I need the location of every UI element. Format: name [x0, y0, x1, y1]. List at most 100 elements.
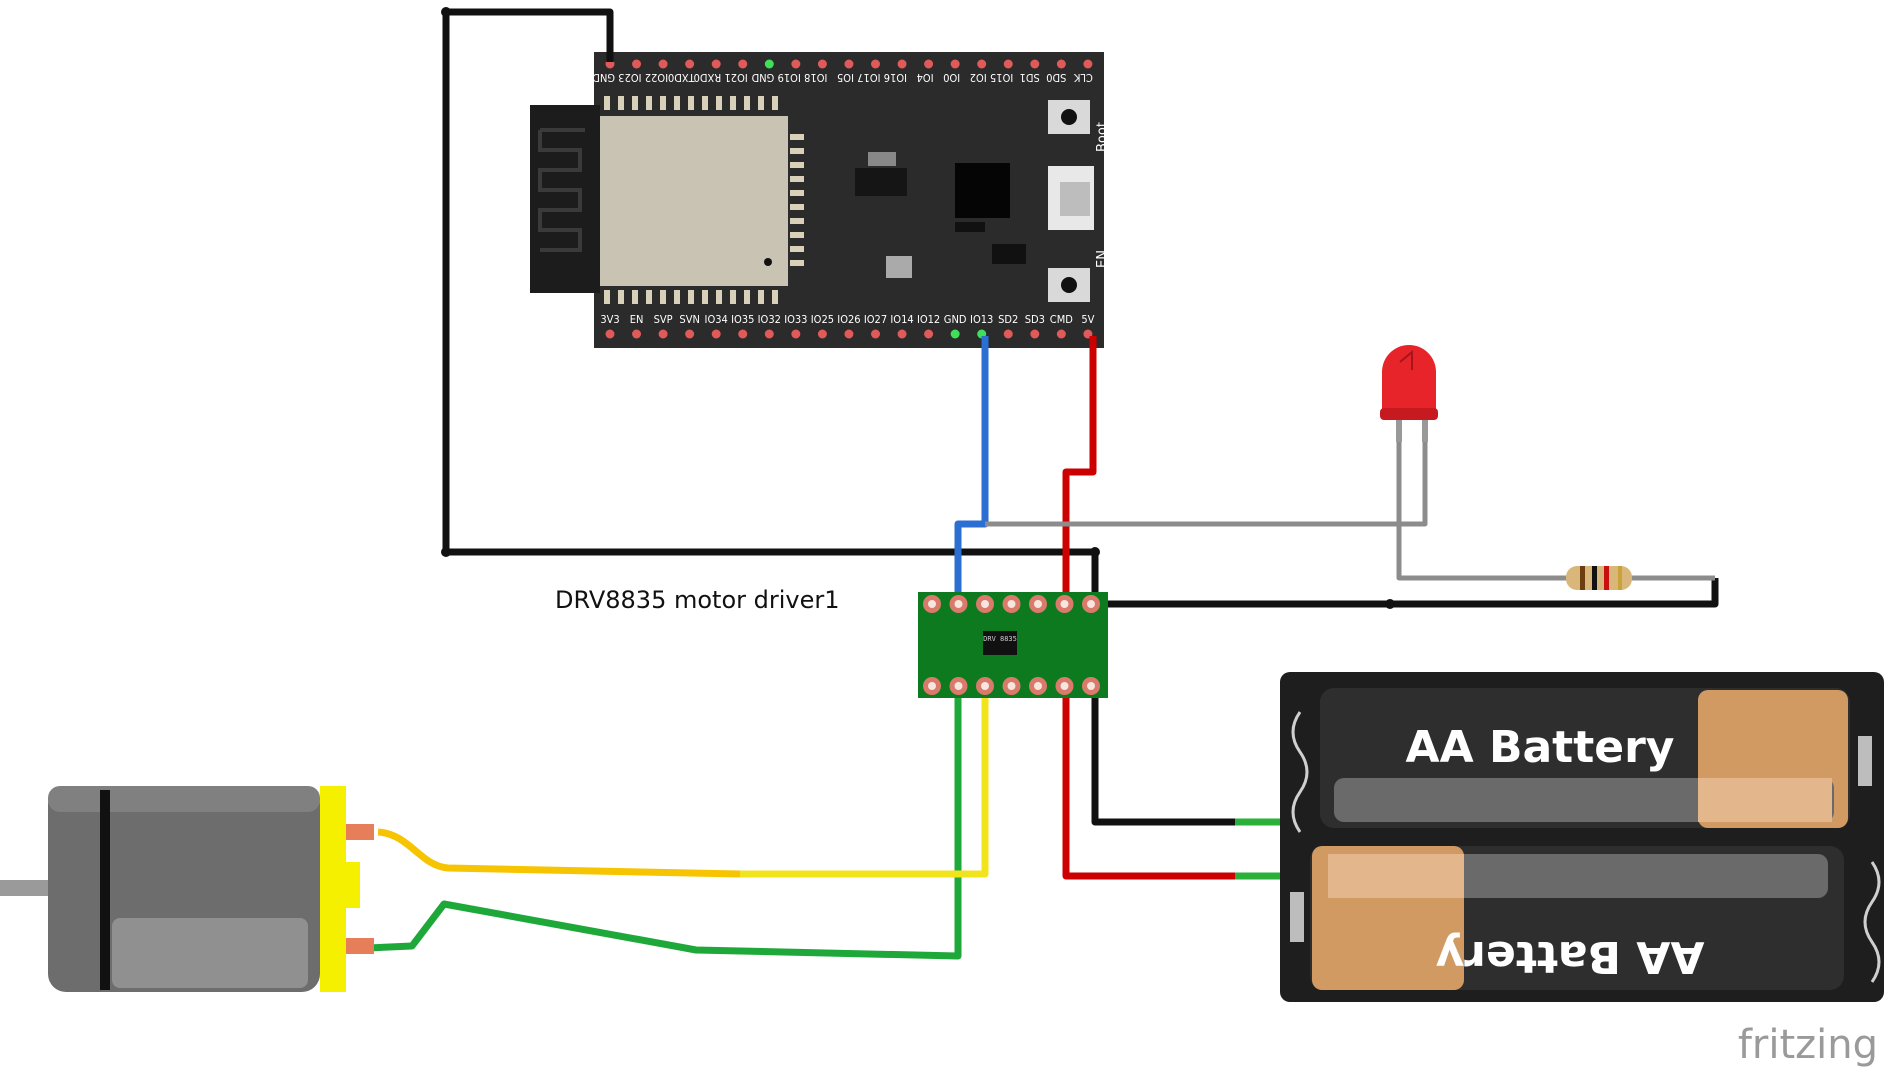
esp32-pin-io25 [817, 329, 827, 339]
esp32-pin-label: IO18 [804, 71, 827, 84]
wire-motor-yellow [740, 686, 989, 878]
esp32-pin-clk [1083, 59, 1093, 69]
esp32-pin-sd1 [1030, 59, 1040, 69]
esp32-pin-svp [658, 329, 668, 339]
esp32-pin-label: IO21 [724, 71, 747, 84]
wire-led-cathode [1396, 440, 1570, 581]
esp32-pin-label: IO12 [917, 313, 940, 326]
esp32-pin-label: SD1 [1020, 71, 1040, 84]
esp32-pin-3v3 [605, 329, 615, 339]
esp32-pin-io19 [791, 59, 801, 69]
esp32-pin-label: SVP [654, 313, 673, 326]
esp32-pin-label: RXD0 [694, 71, 722, 84]
wire-gnd-esp32 [442, 8, 1099, 604]
esp32-pin-io17 [871, 59, 880, 69]
esp32-pin-io12 [924, 329, 934, 339]
fritzing-watermark: fritzing [1738, 1022, 1878, 1068]
esp32-pin-label: 5V [1081, 313, 1094, 326]
usb-chip [955, 163, 1010, 218]
esp32-pin-en [632, 329, 642, 339]
esp32-pin-sd3 [1030, 329, 1040, 339]
esp32-pin-sd0 [1056, 59, 1066, 69]
esp32-pin-label: IO14 [890, 313, 913, 326]
esp32-pin-io15 [1003, 59, 1013, 69]
esp32-pin-io27 [871, 329, 880, 339]
wire-gnd-resistor [1095, 578, 1719, 608]
esp32-pin-label: IO32 [758, 313, 781, 326]
esp32-pin-label: IO5 [837, 71, 854, 84]
esp32-pin-io34 [711, 329, 721, 339]
esp32-pin-io26 [844, 329, 854, 339]
esp32-pin-label: SD3 [1025, 313, 1045, 326]
esp32-pin-io14 [897, 329, 907, 339]
esp32-pin-sd2 [1003, 329, 1013, 339]
esp32-pin-io35 [738, 329, 748, 339]
esp32-pin-label: SD2 [998, 313, 1018, 326]
drv8835-driver: DRV 8835 [918, 592, 1108, 698]
battery-label-top: AA Battery [1406, 722, 1675, 773]
wire-led-anode [985, 440, 1428, 527]
esp32-pin-label: IO0 [943, 71, 960, 84]
esp32-pin-label: IO17 [857, 71, 880, 84]
esp32-pin-label: IO13 [970, 313, 993, 326]
esp32-pin-label: CMD [1050, 313, 1073, 326]
esp32-pin-gnd [764, 59, 774, 69]
wire-motor-green [367, 686, 962, 960]
esp32-pin-label: IO19 [778, 71, 801, 84]
esp32-pin-label: IO23 [618, 71, 641, 84]
esp32-pin-label: IO27 [864, 313, 887, 326]
esp32-pin-label: EN [630, 313, 644, 326]
esp32-pin-io23 [632, 59, 642, 69]
esp32-pin-label: IO33 [784, 313, 807, 326]
battery-label-bottom: AA Battery [1436, 931, 1705, 982]
esp32-pin-label: CLK [1073, 71, 1092, 84]
dc-motor [0, 786, 374, 992]
esp32-pin-io2 [977, 59, 987, 69]
esp32-pin-io0 [950, 59, 960, 69]
esp32-pin-label: IO2 [970, 71, 987, 84]
esp32-pin-label: IO15 [990, 71, 1013, 84]
esp32-pin-io22 [658, 59, 668, 69]
esp32-pin-label: GND [751, 71, 774, 84]
esp32-pin-label: IO4 [917, 71, 934, 84]
esp32-pin-label: GND [592, 71, 615, 84]
esp32-pin-gnd [950, 329, 960, 339]
esp32-pin-io33 [791, 329, 801, 339]
en-label: EN [1095, 250, 1110, 268]
esp32-pin-io21 [738, 59, 748, 69]
esp32-pin-io4 [924, 59, 934, 69]
esp32-pin-label: TXD0 [668, 71, 696, 84]
resistor [1566, 566, 1632, 590]
driver-chip-text: DRV 8835 [983, 635, 1017, 643]
wire-gnd-battery [1091, 686, 1248, 826]
esp32-pin-io18 [817, 59, 827, 69]
esp32-pin-label: IO26 [837, 313, 860, 326]
esp32-pin-label: IO34 [705, 313, 728, 326]
esp32-pin-io16 [897, 59, 907, 69]
red-led [1380, 345, 1438, 442]
esp32-pin-rxd0 [711, 59, 721, 69]
esp32-pin-svn [685, 329, 695, 339]
wire-5v [1062, 336, 1097, 604]
esp32-pin-io32 [764, 329, 774, 339]
esp32-pin-label: IO16 [884, 71, 907, 84]
esp32-pin-label: SD0 [1046, 71, 1066, 84]
wire-vin-battery [1062, 686, 1248, 880]
esp32-pin-io5 [844, 59, 854, 69]
esp32-pin-label: SVN [679, 313, 699, 326]
wroom-module [600, 116, 788, 286]
esp32-pin-label: GND [944, 313, 967, 326]
esp32-pin-label: 3V3 [600, 313, 619, 326]
boot-label: Boot [1095, 122, 1110, 152]
battery-holder: AA Battery AA Battery [1280, 672, 1884, 1002]
driver-chip [983, 631, 1017, 655]
driver-label: DRV8835 motor driver1 [555, 586, 840, 614]
esp32-pin-label: IO35 [731, 313, 754, 326]
esp32-pin-label: IO22 [645, 71, 668, 84]
esp32-pin-label: IO25 [811, 313, 834, 326]
esp32-pin-cmd [1056, 329, 1066, 339]
